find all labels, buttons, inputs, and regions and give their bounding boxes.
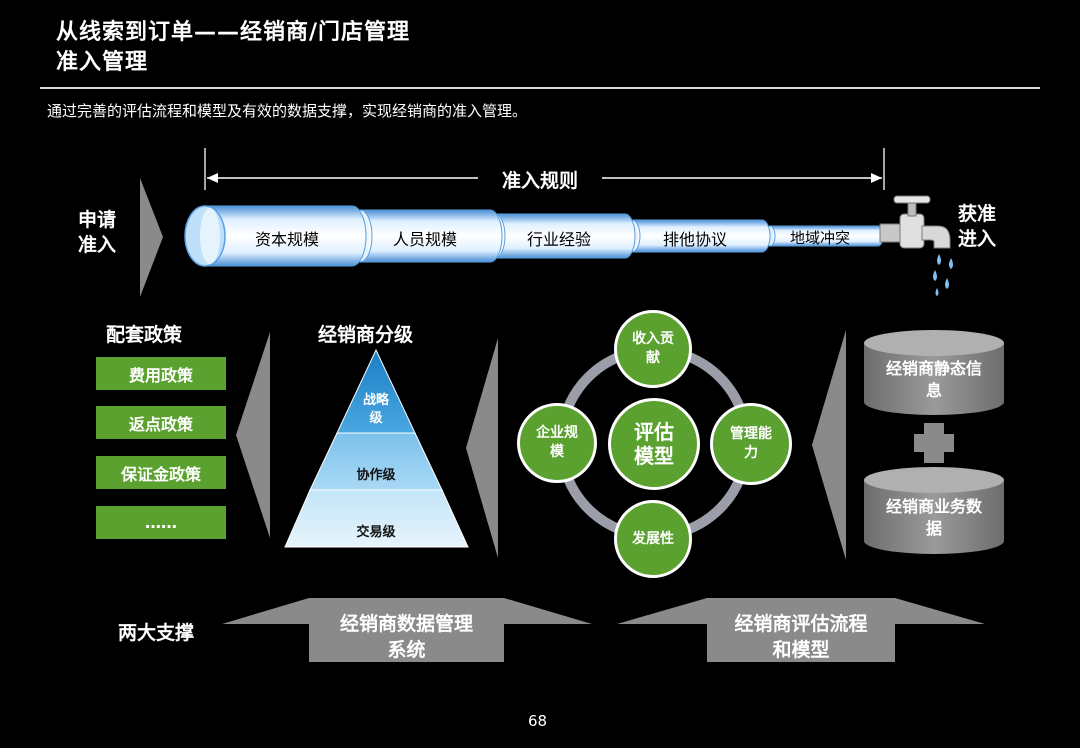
support-arrow-right <box>617 598 985 662</box>
level-strategic-label: 战略 级 <box>362 393 389 426</box>
plus-icon <box>914 423 954 463</box>
level-transactional-label: 交易级 <box>356 525 396 540</box>
support-model-label: 经销商评估流程 和模型 <box>734 613 868 661</box>
chevron-model <box>812 330 846 560</box>
apply-label: 申请 准入 <box>77 209 116 256</box>
rules-label: 准入规则 <box>501 170 578 192</box>
rule-region: 地域冲突 <box>789 229 850 247</box>
cylinder-static-info <box>864 330 1004 415</box>
support-arrow-left <box>222 598 592 662</box>
chevron-policies <box>236 332 270 538</box>
business-data-label: 经销商业务数 据 <box>885 497 982 538</box>
grading-title: 经销商分级 <box>318 324 414 346</box>
model-center: 评估模型 <box>608 398 700 490</box>
approved-label: 获准 进入 <box>957 203 996 250</box>
level-cooperative-label: 协作级 <box>356 468 396 483</box>
policies-title: 配套政策 <box>106 324 183 346</box>
cylinder-business-data <box>864 467 1004 554</box>
model-revenue: 收入贡献 <box>614 310 692 388</box>
supports-title: 两大支撑 <box>118 622 195 644</box>
policy-deposit: 保证金政策 <box>96 456 226 489</box>
policy-more: …… <box>96 506 226 539</box>
chevron-grading <box>466 338 498 558</box>
apply-chevron <box>140 178 163 297</box>
model-scale: 企业规模 <box>517 403 597 483</box>
rule-capital: 资本规模 <box>254 230 319 249</box>
support-system-label: 经销商数据管理 系统 <box>339 613 473 661</box>
pyramid-level-transactional <box>284 489 469 548</box>
model-management: 管理能力 <box>710 403 792 485</box>
page-title: 从线索到订单——经销商/门店管理 准入管理 <box>56 18 410 78</box>
policy-expense: 费用政策 <box>96 357 226 390</box>
rule-exclusive: 排他协议 <box>662 230 727 249</box>
rule-experience: 行业经验 <box>526 230 591 249</box>
title-divider <box>40 87 1040 89</box>
static-info-label: 经销商静态信 息 <box>885 359 982 400</box>
page-number: 68 <box>528 712 548 730</box>
rules-pipe <box>184 205 884 267</box>
subtitle: 通过完善的评估流程和模型及有效的数据支撑，实现经销商的准入管理。 <box>47 102 528 120</box>
model-growth: 发展性 <box>614 500 692 578</box>
title-line-2: 准入管理 <box>56 50 149 75</box>
rule-staff: 人员规模 <box>392 230 457 249</box>
faucet-icon <box>879 195 953 296</box>
title-line-1: 从线索到订单——经销商/门店管理 <box>56 20 411 45</box>
policy-rebate: 返点政策 <box>96 406 226 439</box>
